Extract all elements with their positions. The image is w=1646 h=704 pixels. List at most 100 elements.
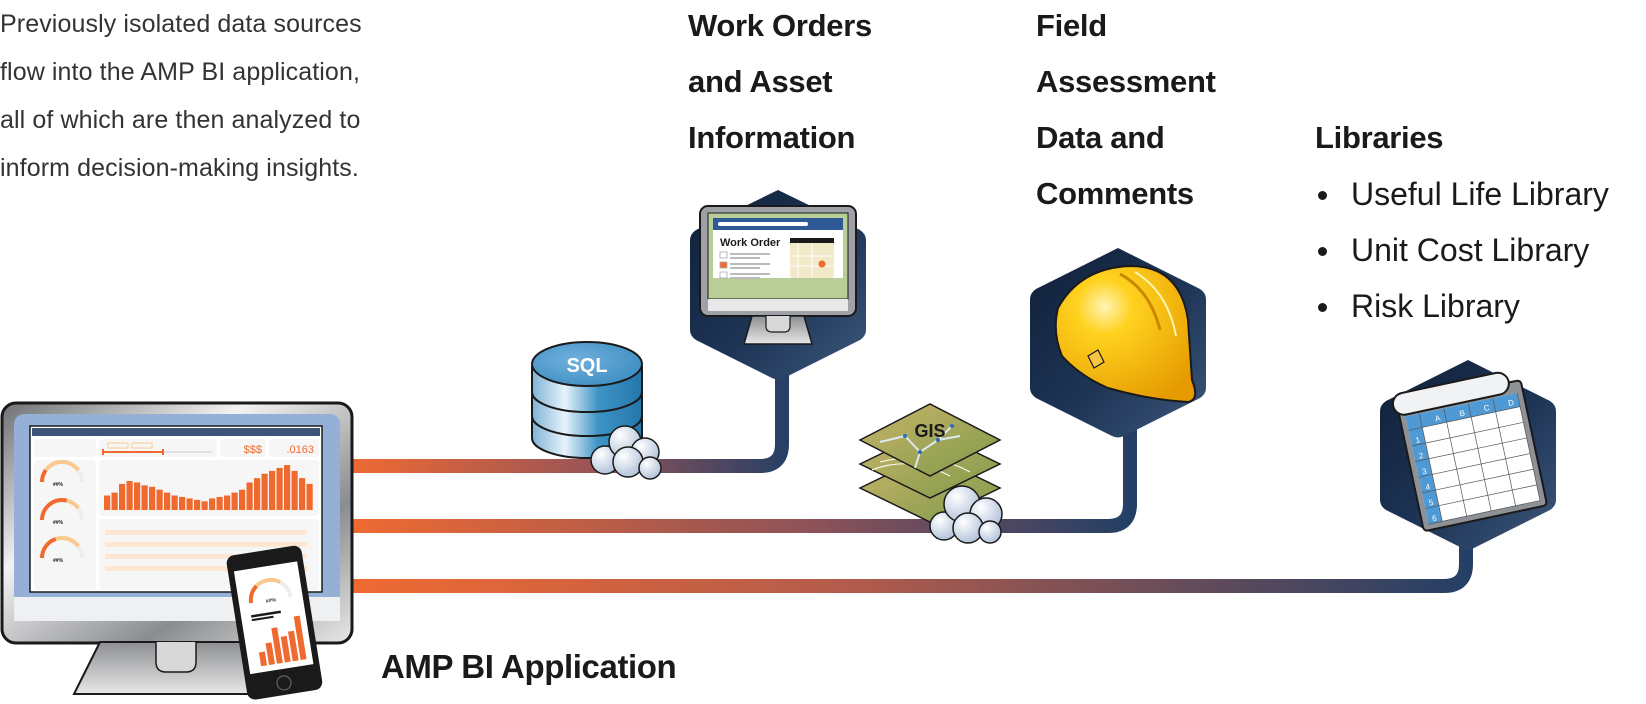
cloud-icon [590,425,662,480]
gauge-secondary [66,498,80,510]
heading-line: and Asset [688,64,833,99]
kpi-value: .0163 [286,444,314,456]
row-header: 2 [1418,451,1425,461]
grid-line [1428,500,1541,525]
bar [276,467,283,510]
work-order-screen-title: Work Order [720,237,781,249]
heading-line: Work Orders [688,8,872,43]
bar [186,498,193,510]
row-header: 1 [1415,435,1422,445]
heading-line: Data and [1036,120,1165,155]
bar [111,492,118,510]
intro-paragraph: Previously isolated data sources flow in… [0,0,430,192]
gauge-secondary [55,536,80,548]
table-row [105,554,307,559]
intro-line: Previously isolated data sources [0,10,362,38]
phone-bar-chart [258,615,307,667]
bar [141,485,148,510]
kpi-currency: $$$ [244,444,262,456]
sql-label: SQL [566,355,607,377]
bar [293,615,307,661]
dashboard-bar-chart [104,465,313,510]
bar [216,496,223,510]
gauge-fill [40,537,57,559]
list-item-label: Useful Life Library [1351,176,1609,212]
heading-line: Assessment [1036,64,1216,99]
dashboard-table [105,530,307,571]
phone-gauge-label: ##% [266,597,277,605]
bar [299,478,306,510]
gauge-label: ##% [53,558,64,564]
list-item-label: Unit Cost Library [1351,232,1590,268]
table-row [105,542,307,547]
grid-line [1425,484,1537,509]
libraries-block: Libraries Useful Life Library Unit Cost … [1315,110,1609,334]
bar [246,482,253,510]
connector-field-assessment [350,420,1137,533]
column-header: A [1434,413,1442,423]
bar [284,465,291,510]
connector-work-orders [350,370,789,473]
bar [156,489,163,510]
bar [171,495,178,510]
intro-line: flow into the AMP BI application, [0,58,360,86]
bar [119,483,126,510]
column-header: D [1507,398,1515,408]
gauge-fill [39,469,48,483]
column-header: B [1459,408,1466,418]
gauge-fill [40,498,68,521]
bar [258,651,268,667]
heading-line: Comments [1036,176,1194,211]
bar [291,470,298,510]
list-item: Unit Cost Library [1315,222,1609,278]
bar [265,642,275,666]
table-row [105,566,307,571]
monitor-work-order-icon: Work Order [699,205,857,345]
bar [261,473,268,510]
cloud-icon [929,485,1003,544]
bar [149,486,156,510]
intro-line: inform decision-making insights. [0,154,359,182]
grid-line [1408,406,1521,431]
bar [280,635,291,663]
bar [134,482,141,510]
bullet-icon [1318,191,1327,200]
row-header: 3 [1421,466,1428,476]
gauge-label: ##% [53,482,64,488]
grid-line [1411,421,1524,447]
bar [271,627,283,664]
bar [179,496,186,510]
dashboard-screen: $$$ .0163 ##% ##% ##% [34,439,319,590]
gis-label: GIS [914,421,945,441]
grid-line [1443,408,1468,517]
app-label: AMP BI Application [381,648,677,685]
dashboard-gauges: ##% ##% ##% [39,460,84,564]
grid-line [1419,413,1443,522]
row-header: 5 [1428,498,1435,508]
spreadsheet-grid [1408,392,1541,525]
spreadsheet-column-headers: A B C D [1434,398,1515,424]
column-header: C [1483,403,1491,413]
grid-line [1492,398,1516,506]
grid-line [1421,468,1534,494]
bar [254,478,261,510]
bar [288,630,299,662]
bar [224,495,231,510]
bar [306,483,313,510]
bar [201,501,208,510]
grid-line [1415,437,1527,462]
bullet-icon [1318,303,1327,312]
row-header: 6 [1431,513,1438,523]
bar [269,470,276,510]
list-item: Risk Library [1315,278,1609,334]
grid-line [1516,392,1541,501]
bar [231,492,238,510]
list-item: Useful Life Library [1315,166,1609,222]
bar [126,481,133,510]
gauge-secondary [44,460,80,472]
gauge-label: ##% [53,520,64,526]
hard-hat-icon [1054,264,1197,404]
